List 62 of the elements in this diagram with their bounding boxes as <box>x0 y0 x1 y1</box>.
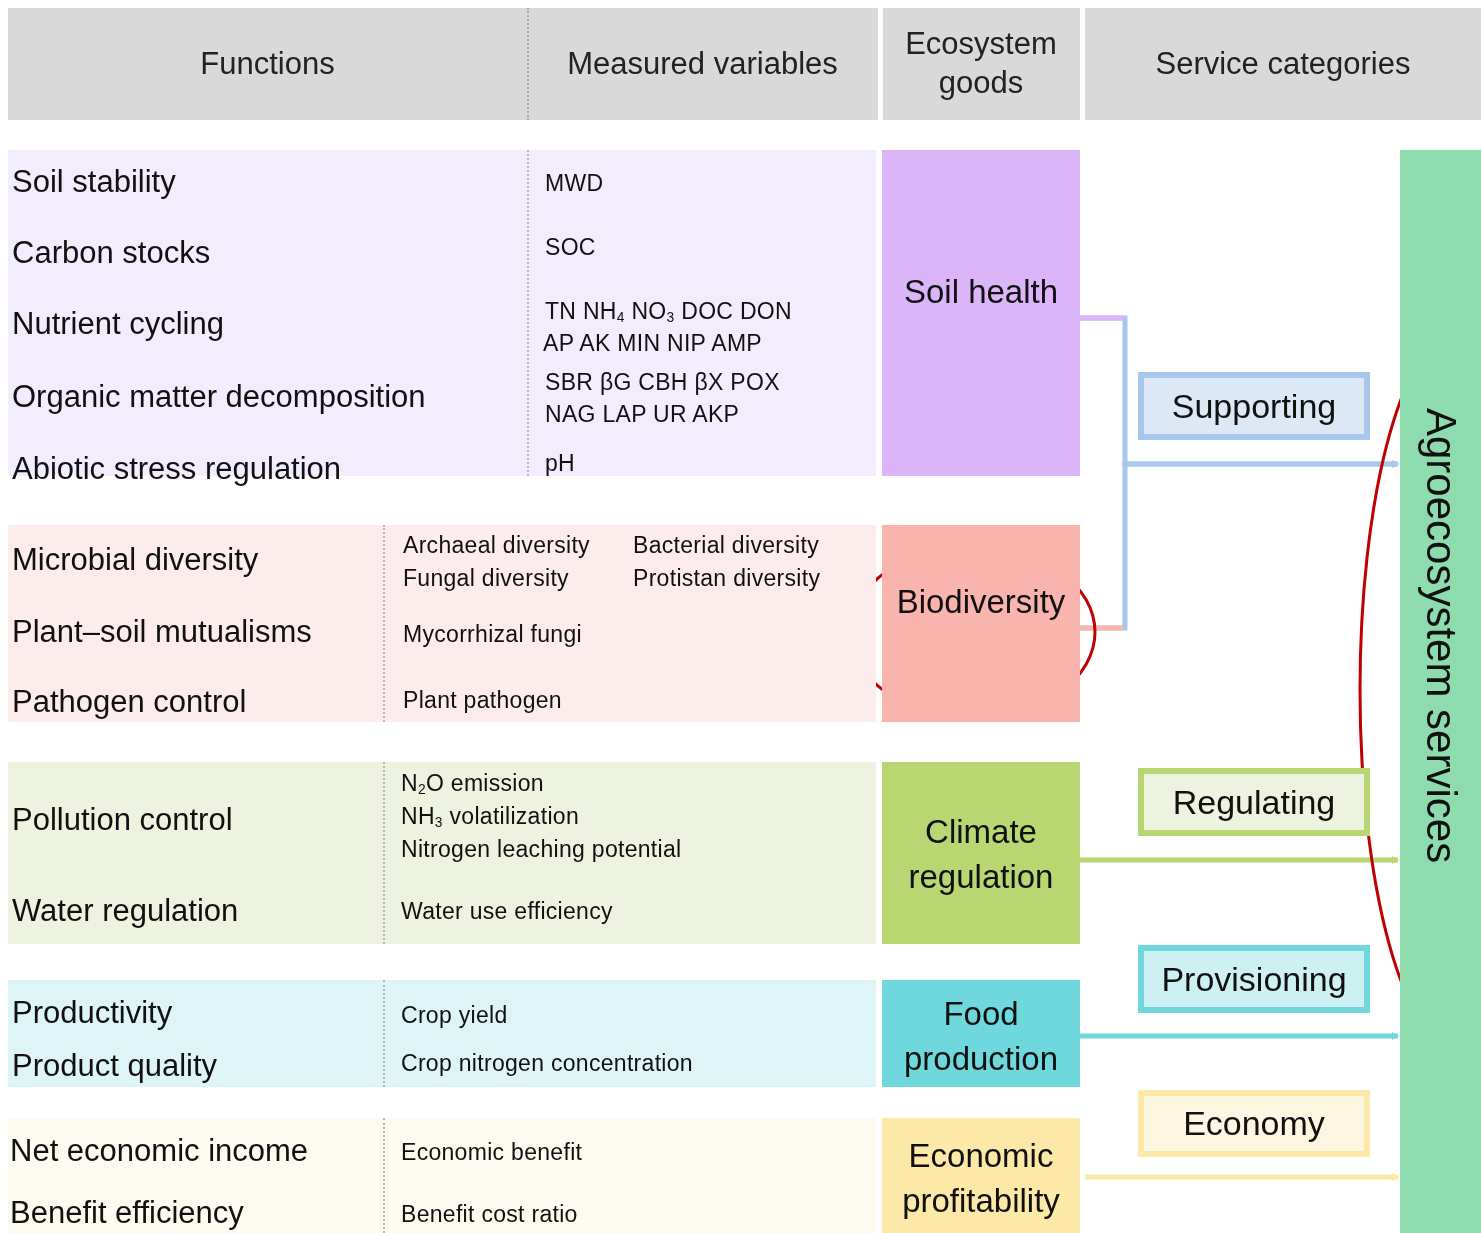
variable-label: SBR βG CBH βX POX <box>545 368 780 396</box>
variable-label: NH$_{3}$ volatilization <box>401 802 579 830</box>
category-box: Provisioning <box>1138 945 1370 1013</box>
variable-label: Plant pathogen <box>403 686 562 714</box>
connector-arrow <box>1085 1173 1399 1181</box>
variable-label: SOC <box>545 233 596 261</box>
bar-label: Agroecosystem services <box>1416 408 1465 864</box>
row-band <box>8 762 876 944</box>
goods-box <box>882 1118 1080 1233</box>
goods-label: Soil health <box>902 272 1060 312</box>
goods-box <box>882 525 1080 722</box>
column-header: Service categories <box>1155 44 1411 83</box>
services-bar <box>1400 150 1481 1233</box>
row-band <box>8 525 876 722</box>
function-label: Pathogen control <box>12 684 247 720</box>
function-label: Benefit efficiency <box>10 1195 244 1231</box>
variable-label: Archaeal diversity <box>403 531 590 559</box>
column-header: Functions <box>200 44 335 83</box>
function-label: Net economic income <box>10 1133 309 1169</box>
function-label: Productivity <box>12 995 173 1031</box>
row-band <box>8 1118 876 1233</box>
category-box: Regulating <box>1138 768 1370 836</box>
variable-label: MWD <box>545 169 604 197</box>
variable-label: Protistan diversity <box>633 564 821 592</box>
variable-label: AP AK MIN NIP AMP <box>543 329 762 357</box>
variable-label: Economic benefit <box>401 1138 583 1166</box>
variable-label: Benefit cost ratio <box>401 1200 578 1228</box>
goods-label: Biodiversity <box>895 582 1067 622</box>
category-box: Economy <box>1138 1090 1370 1157</box>
variable-label: Crop nitrogen concentration <box>401 1049 693 1077</box>
goods-box <box>882 150 1080 476</box>
goods-label: Climate regulation <box>907 812 1055 897</box>
function-label: Pollution control <box>12 802 233 838</box>
column-header: Ecosystem goods <box>904 25 1058 102</box>
goods-label: Food production <box>902 994 1060 1079</box>
variable-label: TN NH$_{4}$ NO$_{3}$ DOC DON <box>545 297 792 325</box>
variable-label: Bacterial diversity <box>633 531 819 559</box>
connector-arrow <box>1080 1032 1399 1040</box>
variable-label: Mycorrhizal fungi <box>403 620 582 648</box>
function-label: Carbon stocks <box>12 235 211 271</box>
variable-label: Crop yield <box>401 1001 508 1029</box>
variable-label: Nitrogen leaching potential <box>401 835 682 863</box>
goods-label: Economic profitability <box>901 1136 1061 1221</box>
function-label: Abiotic stress regulation <box>12 451 342 487</box>
variable-label: N$_{2}$O emission <box>401 769 544 797</box>
goods-box <box>882 980 1080 1087</box>
variable-label: pH <box>545 449 575 477</box>
connector-arrow <box>1080 856 1399 864</box>
function-label: Product quality <box>12 1048 218 1084</box>
function-label: Soil stability <box>12 164 176 200</box>
function-label: Plant–soil mutualisms <box>12 614 312 650</box>
variable-label: Water use efficiency <box>401 897 613 925</box>
function-label: Water regulation <box>12 893 239 929</box>
column-header: Measured variables <box>567 44 838 83</box>
variable-label: Fungal diversity <box>403 564 569 592</box>
function-label: Nutrient cycling <box>12 306 224 342</box>
function-label: Organic matter decomposition <box>12 379 426 415</box>
goods-box <box>882 762 1080 944</box>
category-box: Supporting <box>1138 372 1370 440</box>
variable-label: NAG LAP UR AKP <box>545 400 740 428</box>
row-band <box>8 980 876 1087</box>
function-label: Microbial diversity <box>12 542 259 578</box>
